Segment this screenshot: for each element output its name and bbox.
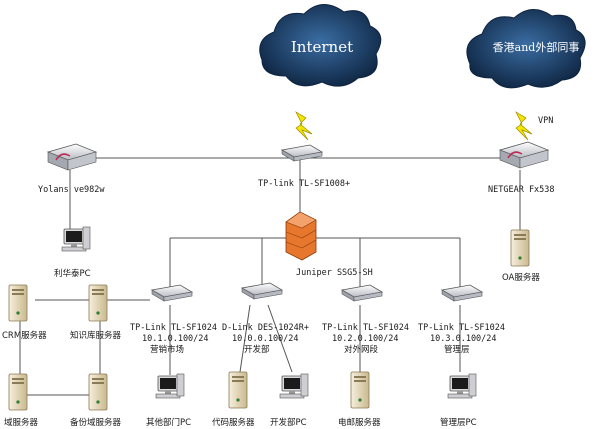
switch-external-icon xyxy=(341,284,383,302)
telecom-server-icon xyxy=(350,371,370,409)
kb-server-icon xyxy=(88,284,108,322)
vpn-label: VPN xyxy=(538,116,553,126)
backup-domain-server-icon xyxy=(88,373,108,411)
pc-dev-icon xyxy=(279,373,309,399)
switch-external-ip: 10.2.0.100/24 xyxy=(332,334,399,344)
pc-lihuatai-icon xyxy=(61,226,91,252)
netgear-router-icon xyxy=(499,141,549,169)
pc-other-label: 其他部门PC xyxy=(146,417,191,428)
kb-server-label: 知识库服务器 xyxy=(70,330,122,341)
hk-label: 香港and外部同事 xyxy=(493,40,580,54)
switch-mgmt-icon xyxy=(441,284,483,302)
internet-cloud-icon: Internet xyxy=(259,4,382,87)
switch-marketing-icon xyxy=(151,284,193,302)
switch-marketing-ip: 10.1.0.100/24 xyxy=(142,334,209,344)
switch-dev-dept: 开发部 xyxy=(244,344,270,355)
switch-dev-ip: 10.0.0.100/24 xyxy=(232,334,299,344)
switch-external-dept: 对外网段 xyxy=(344,344,379,355)
pc-mgmt-icon xyxy=(447,373,477,399)
oa-server-icon xyxy=(510,229,530,267)
switch-marketing-dept: 营销市场 xyxy=(150,344,184,355)
router-left-label: Yolans ve982w xyxy=(38,185,105,195)
telecom-server-label: 电邮服务器 xyxy=(338,417,381,428)
switch-external-model: TP-Link TL-SF1024 xyxy=(322,323,409,333)
pc-mgmt-label: 管理层PC xyxy=(440,417,477,428)
vpn-lightning-bolt-icon xyxy=(515,111,533,141)
hk-cloud-icon: 香港and外部同事 xyxy=(466,9,586,89)
switch-mgmt-dept: 管理层 xyxy=(444,344,470,355)
domain-server-icon xyxy=(8,373,28,411)
core-switch-icon xyxy=(281,144,323,162)
router-left-icon xyxy=(47,143,97,171)
netgear-label: NETGEAR Fx538 xyxy=(488,185,555,195)
switch-mgmt-model: TP-Link TL-SF1024 xyxy=(418,323,505,333)
firewall-label: Juniper SSG5-SH xyxy=(296,268,373,278)
core-switch-label: TP-link TL-SF1008+ xyxy=(258,179,350,189)
backup-domain-server-label: 备份域服务器 xyxy=(70,417,122,428)
switch-marketing-model: TP-Link TL-SF1024 xyxy=(130,323,217,333)
crm-server-icon xyxy=(8,284,28,322)
switch-dev-icon xyxy=(241,282,283,300)
pc-dev-label: 开发部PC xyxy=(270,417,307,428)
pc-other-icon xyxy=(155,373,185,399)
firewall-icon xyxy=(285,211,317,261)
code-server-icon xyxy=(228,371,248,409)
crm-server-label: CRM服务器 xyxy=(2,330,47,341)
internet-label: Internet xyxy=(291,38,353,56)
switch-mgmt-ip: 10.3.0.100/24 xyxy=(430,334,497,344)
pc-lihuatai-label: 利华泰PC xyxy=(54,268,91,279)
oa-server-label: OA服务器 xyxy=(502,272,540,283)
domain-server-label: 域服务器 xyxy=(4,417,39,428)
lightning-bolt-icon xyxy=(295,111,313,141)
code-server-label: 代码服务器 xyxy=(212,417,255,428)
switch-dev-model: D-Link DES-1024R+ xyxy=(222,323,309,333)
